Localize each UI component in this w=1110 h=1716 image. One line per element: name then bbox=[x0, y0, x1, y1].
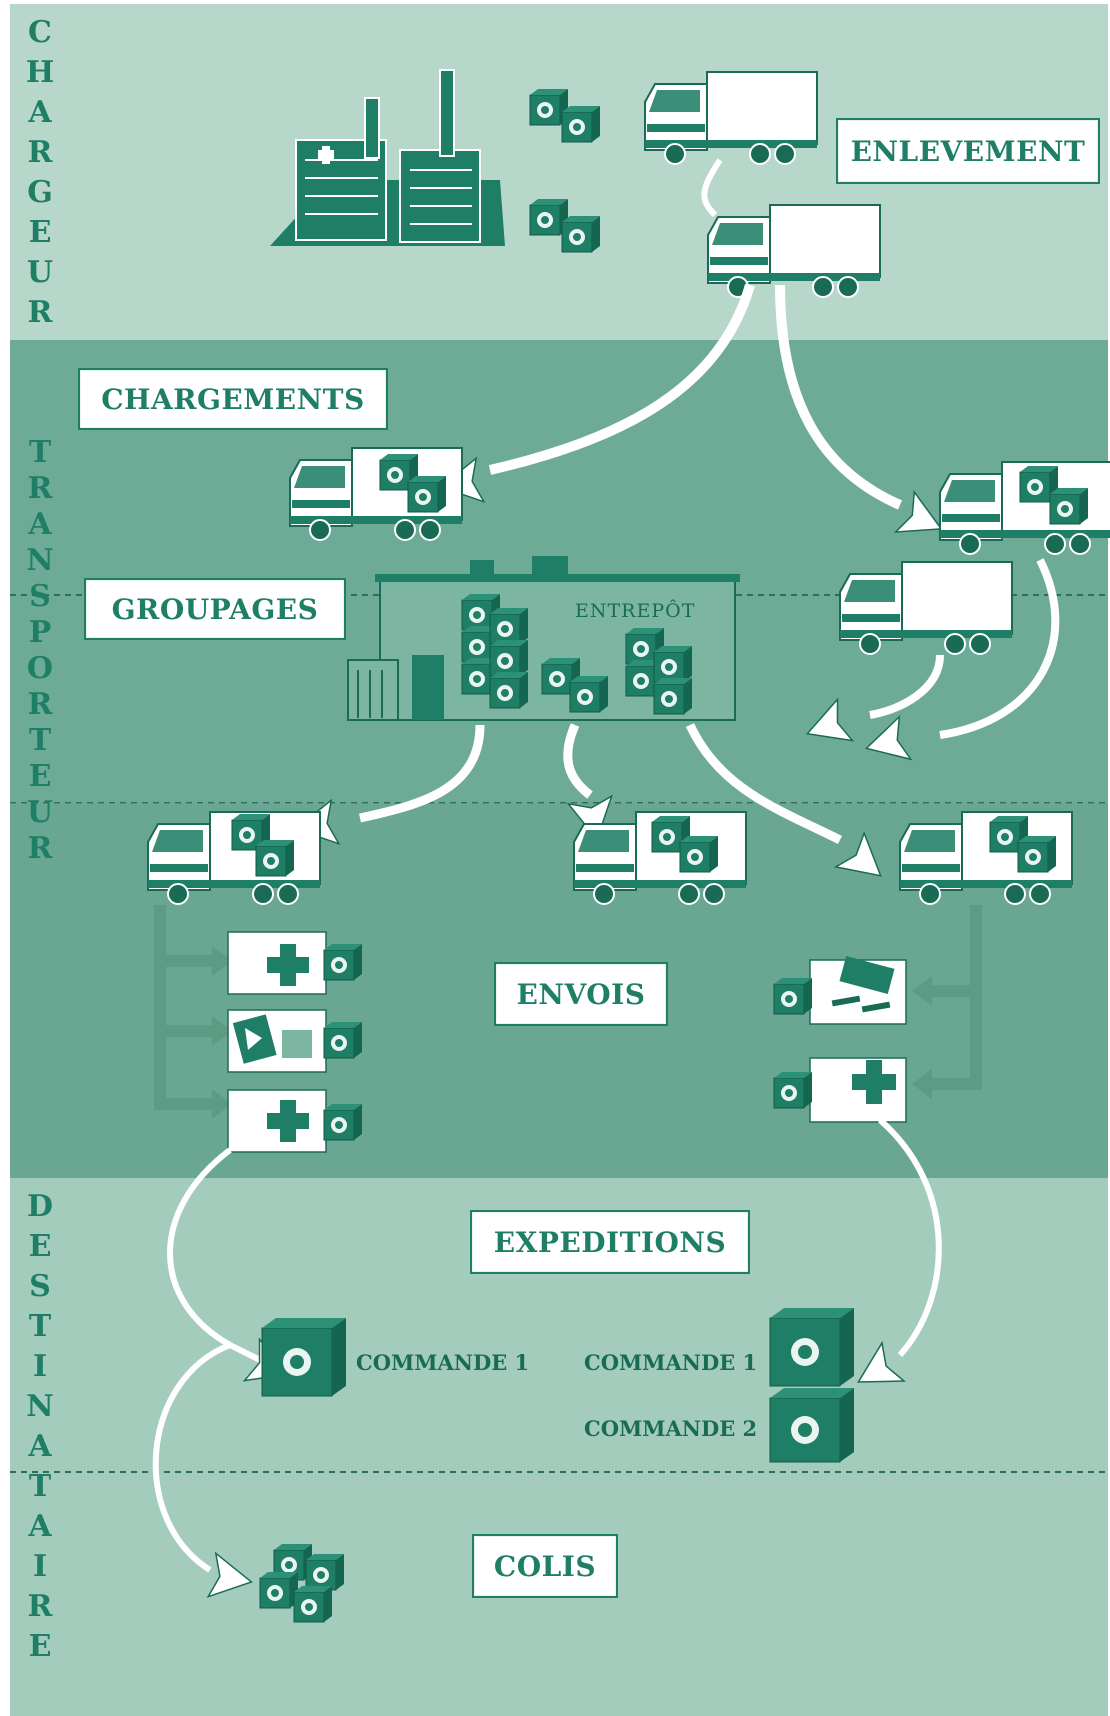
commande-box-left bbox=[261, 1318, 346, 1397]
truck-empty-right bbox=[839, 561, 1013, 655]
destinataire-letter: T bbox=[28, 1469, 52, 1504]
transporteur-letter: O bbox=[26, 651, 54, 686]
envoi-card-toolbox bbox=[773, 955, 907, 1025]
destinataire-letter: E bbox=[28, 1229, 52, 1264]
order-right-1-label: COMMANDE 1 bbox=[584, 1350, 758, 1375]
truck-pickup-2 bbox=[707, 204, 881, 298]
destinataire-letter: E bbox=[28, 1629, 52, 1664]
transporteur-letter: P bbox=[28, 615, 52, 650]
colis-boxes bbox=[259, 1543, 345, 1623]
stage-envois: ENVOIS bbox=[494, 962, 668, 1026]
chargeur-letter: G bbox=[27, 175, 53, 210]
commande-box-right-1 bbox=[769, 1308, 854, 1387]
factory-icon bbox=[270, 69, 505, 246]
stage-chargements: CHARGEMENTS bbox=[78, 368, 388, 430]
envoi-card-tools bbox=[227, 1009, 363, 1073]
destinataire-letter: N bbox=[26, 1389, 54, 1424]
commande-box-right-2 bbox=[769, 1388, 854, 1463]
transporteur-letter: R bbox=[27, 471, 53, 506]
stage-expeditions: EXPEDITIONS bbox=[470, 1210, 750, 1274]
order-right-2-label: COMMANDE 2 bbox=[584, 1416, 758, 1441]
chargeur-letter: R bbox=[27, 295, 53, 330]
destinataire-letter: R bbox=[27, 1589, 53, 1624]
order-left-label: COMMANDE 1 bbox=[356, 1350, 530, 1375]
warehouse-label: ENTREPÔT bbox=[575, 600, 696, 622]
transporteur-letter: R bbox=[27, 687, 53, 722]
chargeur-letter: U bbox=[26, 255, 54, 290]
transporteur-letter: T bbox=[28, 435, 52, 470]
box-group-top bbox=[529, 88, 601, 253]
destinataire-letter: T bbox=[28, 1309, 52, 1344]
transporteur-letter: S bbox=[29, 579, 51, 614]
stage-colis: COLIS bbox=[472, 1534, 618, 1598]
transporteur-letter: T bbox=[28, 723, 52, 758]
warehouse-icon bbox=[347, 556, 740, 721]
chargeur-letter: A bbox=[28, 95, 52, 130]
chargeur-letter: E bbox=[28, 215, 52, 250]
transporteur-letter: R bbox=[27, 831, 53, 866]
envoi-card-medical-3 bbox=[773, 1057, 907, 1123]
chargeur-letter: H bbox=[25, 55, 55, 90]
destinataire-letter: A bbox=[28, 1509, 52, 1544]
destinataire-letter: I bbox=[32, 1549, 48, 1584]
transporteur-letter: U bbox=[26, 795, 54, 830]
envoi-card-medical-1 bbox=[227, 931, 363, 995]
destinataire-letter: A bbox=[28, 1429, 52, 1464]
destinataire-letter: I bbox=[32, 1349, 48, 1384]
destinataire-letter: D bbox=[26, 1189, 53, 1224]
right-distribution bbox=[912, 905, 982, 1099]
envoi-card-medical-2 bbox=[227, 1089, 363, 1153]
left-distribution bbox=[154, 905, 232, 1119]
transporteur-letter: N bbox=[26, 543, 54, 578]
destinataire-letter: S bbox=[29, 1269, 51, 1304]
stage-groupages: GROUPAGES bbox=[84, 578, 346, 640]
stage-enlevement: ENLEVEMENT bbox=[836, 118, 1100, 184]
transporteur-letter: A bbox=[28, 507, 52, 542]
transporteur-letter: E bbox=[28, 759, 52, 794]
chargeur-letter: R bbox=[27, 135, 53, 170]
chargeur-letter: C bbox=[28, 15, 52, 50]
truck-pickup-1 bbox=[644, 71, 818, 165]
